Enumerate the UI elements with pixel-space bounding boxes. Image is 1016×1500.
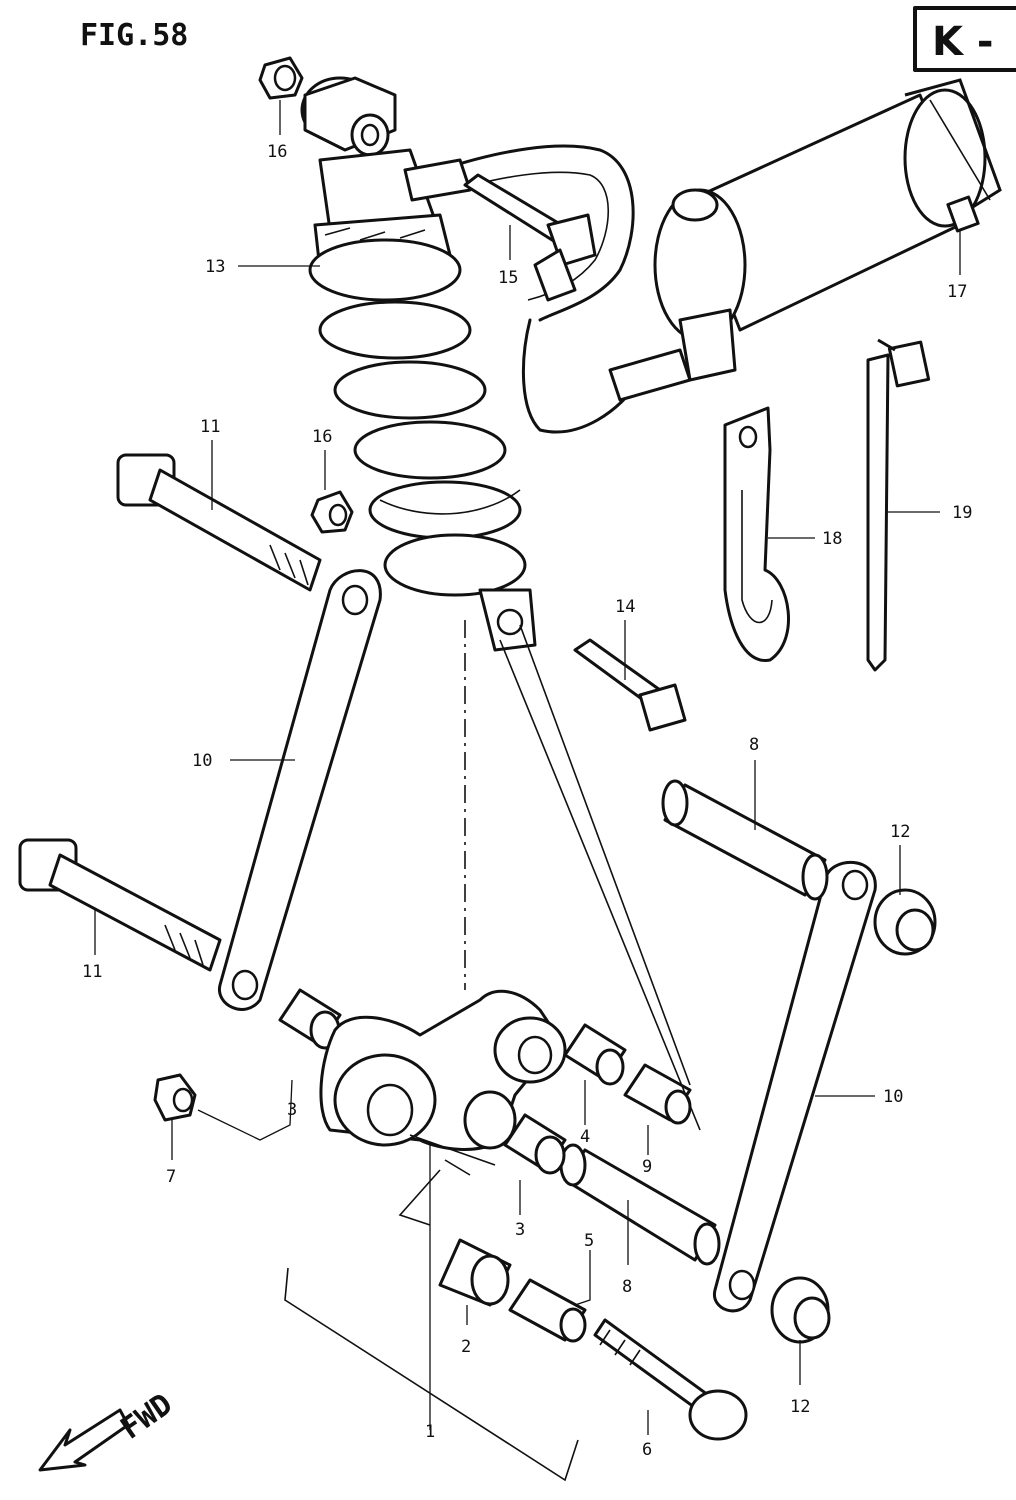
callout-8: 8 bbox=[749, 735, 759, 755]
nut-12-lower bbox=[770, 1276, 831, 1344]
callout-16: 16 bbox=[267, 142, 287, 162]
callout-14: 14 bbox=[615, 597, 635, 617]
section-badge: K - bbox=[913, 6, 1016, 72]
callout-18: 18 bbox=[822, 529, 842, 549]
figure-title: FIG.58 bbox=[80, 18, 188, 53]
cushion-rod-right bbox=[713, 860, 877, 1313]
forward-direction-label: FWD bbox=[115, 1387, 179, 1447]
callout-16: 16 bbox=[312, 427, 332, 447]
reservoir-band bbox=[723, 406, 790, 662]
callout-8: 8 bbox=[622, 1277, 632, 1297]
nut-7 bbox=[153, 1073, 197, 1122]
callout-10: 10 bbox=[192, 751, 212, 771]
callout-labels: 1 2 3 3 4 5 6 7 8 8 9 10 10 11 11 12 12 … bbox=[82, 142, 972, 1460]
callout-5: 5 bbox=[584, 1231, 594, 1251]
callout-7: 7 bbox=[166, 1167, 176, 1187]
callout-4: 4 bbox=[580, 1127, 590, 1147]
bolt-11-upper bbox=[116, 453, 322, 592]
callout-11: 11 bbox=[200, 417, 220, 437]
bolt-6 bbox=[593, 1318, 748, 1441]
bolt-11-lower bbox=[18, 838, 222, 972]
bearing-2 bbox=[438, 1238, 512, 1307]
callout-10: 10 bbox=[883, 1087, 903, 1107]
callout-12: 12 bbox=[790, 1397, 810, 1417]
cushion-rod-left bbox=[218, 569, 382, 1011]
assembly-guide-lines bbox=[284, 620, 701, 1482]
leader-lines bbox=[94, 100, 961, 1435]
callout-1: 1 bbox=[425, 1422, 435, 1442]
callout-9: 9 bbox=[642, 1157, 652, 1177]
reservoir-clamp-screw bbox=[946, 195, 980, 233]
shock-reservoir bbox=[608, 78, 1002, 402]
callout-15: 15 bbox=[498, 268, 518, 288]
bolt-14 bbox=[573, 638, 687, 732]
cushion-lever bbox=[319, 989, 567, 1226]
callout-2: 2 bbox=[461, 1337, 471, 1357]
callout-13: 13 bbox=[205, 257, 225, 277]
callout-3: 3 bbox=[287, 1100, 297, 1120]
spacer-5 bbox=[508, 1278, 587, 1343]
bearing-3-lower bbox=[503, 1113, 567, 1175]
callout-17: 17 bbox=[947, 282, 967, 302]
bearing-4 bbox=[563, 1023, 627, 1086]
spacer-9 bbox=[623, 1063, 692, 1125]
callout-6: 6 bbox=[642, 1440, 652, 1460]
cable-tie bbox=[866, 338, 931, 672]
callout-12: 12 bbox=[890, 822, 910, 842]
rear-shock-absorber bbox=[300, 76, 642, 652]
bolt-15 bbox=[463, 173, 597, 302]
nut-16-lower bbox=[310, 490, 354, 534]
nut-12-upper bbox=[873, 888, 937, 956]
callout-11: 11 bbox=[82, 962, 102, 982]
section-badge-text: K - bbox=[932, 19, 994, 65]
callout-19: 19 bbox=[952, 503, 972, 523]
spacer-8-upper bbox=[661, 779, 829, 901]
callout-3: 3 bbox=[515, 1220, 525, 1240]
nut-16-upper bbox=[258, 56, 304, 100]
forward-direction-arrow: FWD bbox=[38, 1387, 179, 1472]
